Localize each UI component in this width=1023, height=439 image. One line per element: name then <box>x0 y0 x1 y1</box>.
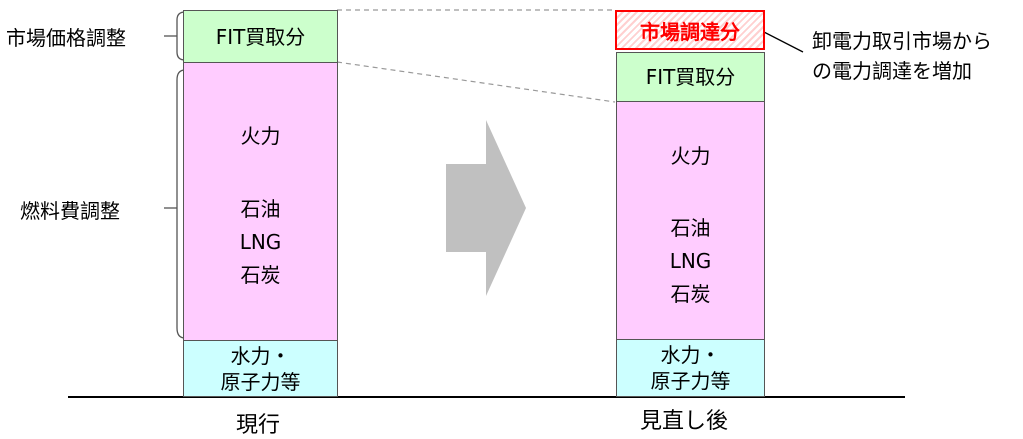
current-hydro-segment: 水力・ 原子力等 <box>183 340 338 397</box>
market-annotation: 卸電力取引市場から の電力調達を増加 <box>812 26 992 86</box>
annotation-line2: の電力調達を増加 <box>812 59 972 83</box>
fuel-adjust-label: 燃料費調整 <box>20 199 120 223</box>
annotation-leader-line <box>759 29 804 53</box>
revised-fit-label: FIT買取分 <box>645 65 736 89</box>
market-adjust-label: 市場価格調整 <box>6 26 126 50</box>
revised-hydro-segment: 水力・ 原子力等 <box>616 339 765 397</box>
current-caption: 現行 <box>236 413 281 438</box>
revised-fuel-oil: 石油 <box>670 216 711 240</box>
current-hydro-line2: 原子力等 <box>220 369 301 394</box>
current-fuel-list: 石油 LNG 石炭 <box>183 193 338 292</box>
current-fit-segment: FIT買取分 <box>183 10 338 63</box>
current-fuel-oil: 石油 <box>240 197 281 221</box>
current-fuel-lng: LNG <box>239 230 282 254</box>
revised-fuel-list: 石油 LNG 石炭 <box>616 212 765 311</box>
revised-fuel-coal: 石炭 <box>670 282 711 306</box>
revised-hydro-line2: 原子力等 <box>650 369 731 393</box>
annotation-line1: 卸電力取引市場から <box>812 29 992 53</box>
revised-caption: 見直し後 <box>640 409 729 434</box>
current-hydro-line1: 水力・ <box>230 343 291 368</box>
current-fuel-coal: 石炭 <box>240 263 281 287</box>
transition-arrow-icon <box>446 120 526 296</box>
revised-fit-segment: FIT買取分 <box>616 52 765 102</box>
revised-fuel-segment <box>616 101 765 340</box>
revised-hydro-line1: 水力・ <box>660 343 721 367</box>
current-fuel-segment <box>183 62 338 341</box>
current-fit-label: FIT買取分 <box>215 24 306 49</box>
revised-fuel-lng: LNG <box>669 249 712 273</box>
revised-thermal-label: 火力 <box>670 144 711 168</box>
connector-line-mid <box>336 61 616 103</box>
fuel-adjust-bracket <box>176 69 186 339</box>
revised-market-segment: 市場調達分 <box>615 10 765 50</box>
current-thermal-label: 火力 <box>240 124 281 148</box>
revised-market-label: 市場調達分 <box>640 19 740 44</box>
